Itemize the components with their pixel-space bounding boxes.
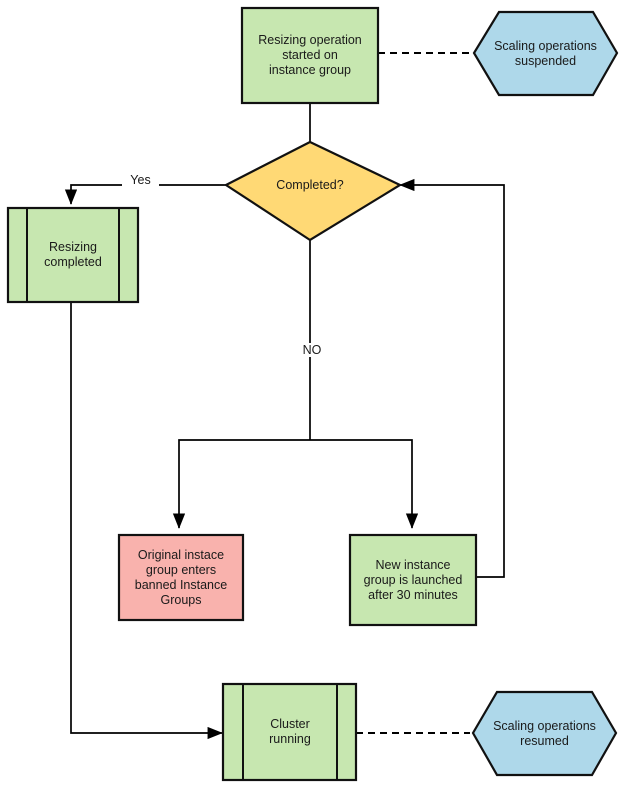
node-scaling-resumed[interactable] bbox=[471, 690, 618, 777]
node-scaling-suspended[interactable] bbox=[472, 10, 619, 97]
edge-label-no: NO bbox=[295, 343, 329, 357]
node-original-group-banned[interactable] bbox=[117, 533, 245, 622]
node-completed-decision[interactable] bbox=[223, 140, 403, 242]
node-resizing-started[interactable] bbox=[240, 6, 380, 105]
node-new-group-launched[interactable] bbox=[348, 533, 478, 627]
edge-resizing-completed-to-cluster-running bbox=[70, 302, 223, 740]
edge-no-split-right bbox=[310, 439, 419, 529]
edge-no-split-left bbox=[172, 439, 310, 529]
edge-new-group-retry-to-decision bbox=[399, 178, 505, 578]
edge-decision-yes-to-resizing-completed bbox=[64, 184, 226, 205]
edge-label-yes: Yes bbox=[122, 173, 159, 187]
node-resizing-completed[interactable] bbox=[6, 206, 140, 304]
node-cluster-running[interactable] bbox=[221, 682, 358, 782]
